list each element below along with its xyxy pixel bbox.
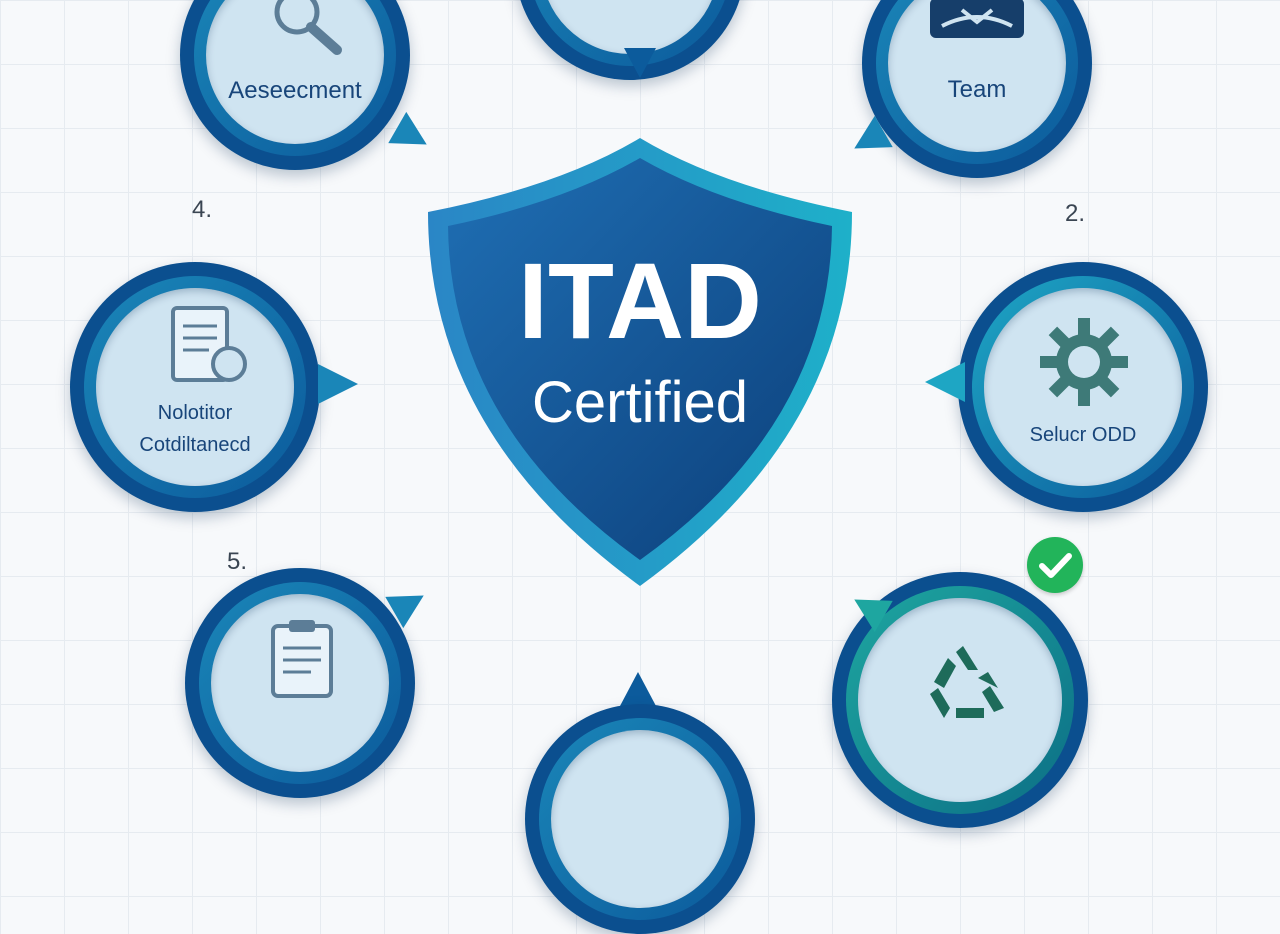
shield-subtitle: Certified [532,370,748,435]
step-node-select: Selucr ODD [958,262,1208,512]
monitor-label-line1: Nolotitor [157,402,233,424]
checkmark-icon [1039,553,1072,578]
monitor-pointer [318,364,358,404]
select-pointer [925,362,965,402]
select-label: Selucr ODD [1029,424,1137,446]
step-node-team: Team [862,0,1092,178]
top-center-pointer [624,48,656,78]
clipboard-icon [271,620,333,698]
step-node-bottom-center [525,704,755,934]
step-number-2: 2. [1065,200,1086,227]
step-node-monitor-confidence: Nolotitor Cotdiltanecd [70,262,320,512]
step-number-5: 5. [227,548,248,575]
step-number-4: 4. [192,196,213,223]
magnifier-icon [274,0,342,55]
document-search-icon [171,306,247,382]
itad-shield: ITAD Certified [428,138,852,586]
step-node-bottom-left [185,568,415,798]
monitor-label-line2: Cotdiltanecd [139,434,251,456]
itad-diagram: Aeseecment Team 4. 2. 5. Nolotitor Cotdi… [70,0,1208,934]
bottom-center-pointer [620,672,656,706]
assessment-label: Aeseecment [228,77,362,104]
gear-icon [1040,318,1128,406]
check-badge [1027,537,1083,593]
handshake-icon [930,0,1024,38]
shield-title: ITAD [518,240,762,361]
step-node-assessment: Aeseecment [180,0,410,170]
team-label: Team [947,76,1007,103]
recycle-icon [930,646,1004,718]
